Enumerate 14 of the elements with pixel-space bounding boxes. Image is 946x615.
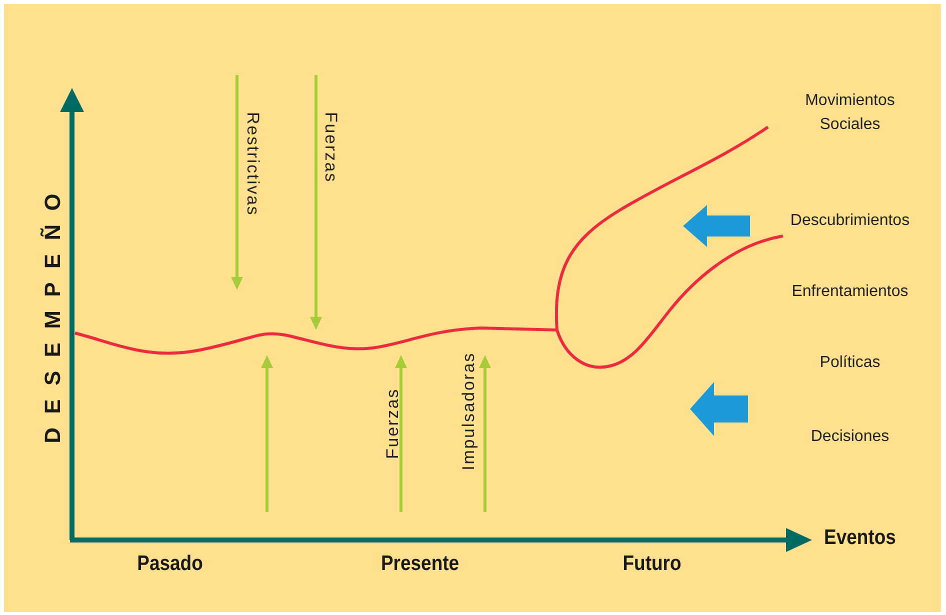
event-label: Decisiones [810,427,890,447]
time-label: Presente [380,551,460,577]
event-label: Descubrimientos [789,211,911,231]
force-label: Impulsadoras [458,352,479,470]
force-label: Fuerzas [382,388,403,459]
axis-label: Eventos [823,525,897,551]
axis-label: DESEMPEÑO [39,180,66,444]
event-label: Enfrentamientos [790,282,910,302]
force-label: Fuerzas [320,112,342,183]
time-label: Futuro [622,551,682,577]
time-label: Pasado [136,551,204,577]
event-label: Políticas [818,353,882,373]
force-label: Restrictivas [242,112,264,216]
event-label: Movimientos Sociales [804,91,896,135]
